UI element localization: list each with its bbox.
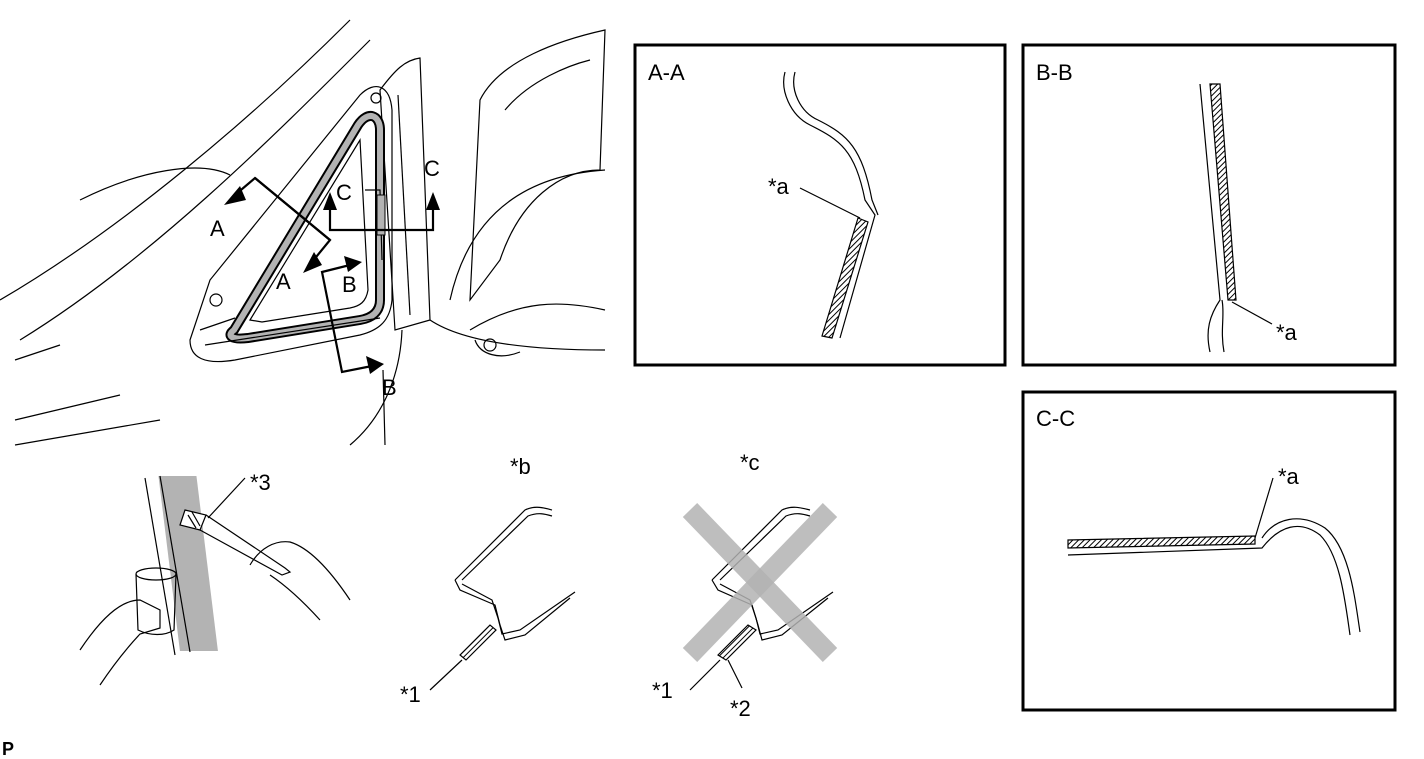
detail-b-correct <box>429 506 576 691</box>
callout-a-in-aa: *a <box>768 174 790 199</box>
section-bb-panel <box>1021 43 1397 367</box>
detail-title-b: *b <box>510 454 531 479</box>
arrow-label-b-inner: B <box>342 272 357 297</box>
footer-mark: P <box>2 739 14 759</box>
arrow-label-c-outer: C <box>424 156 440 181</box>
arrow-label-c-inner: C <box>336 180 352 205</box>
callout-one-in-b: *1 <box>400 682 421 707</box>
main-view-illustration <box>0 19 606 446</box>
section-arrow-c <box>323 192 440 232</box>
callout-a-in-cc: *a <box>1278 464 1300 489</box>
arrow-label-a-inner: A <box>276 269 291 294</box>
callout-a-in-bb: *a <box>1276 320 1298 345</box>
callout-one-in-c: *1 <box>652 678 673 703</box>
section-title-bb: B-B <box>1036 60 1073 85</box>
brush-application-illustration <box>79 475 351 686</box>
callout-three: *3 <box>250 470 271 495</box>
section-title-aa: A-A <box>648 60 685 85</box>
section-arrow-a <box>224 176 332 273</box>
detail-title-c: *c <box>740 450 760 475</box>
section-title-cc: C-C <box>1036 406 1075 431</box>
arrow-label-a-outer: A <box>210 216 225 241</box>
arrow-label-b-outer: B <box>382 375 397 400</box>
section-cc-panel <box>1021 390 1397 712</box>
section-aa-panel <box>633 43 1007 367</box>
section-arrow-b <box>320 256 384 374</box>
detail-c-incorrect <box>682 503 838 691</box>
callout-two-in-c: *2 <box>730 696 751 721</box>
